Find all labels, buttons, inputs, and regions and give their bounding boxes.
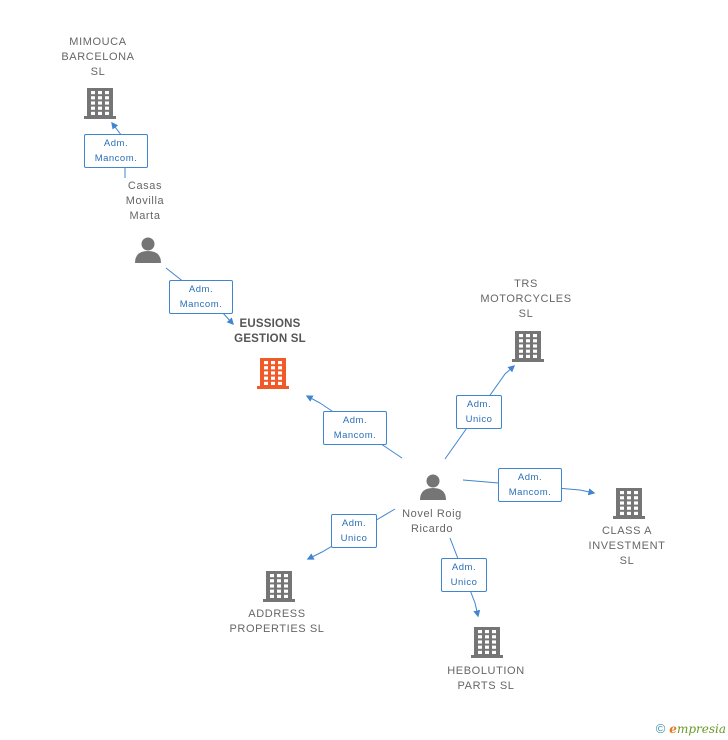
brand-name: mpresia	[676, 721, 726, 736]
node-label-line: MIMOUCA	[69, 36, 127, 48]
edge-label-novel-classa[interactable]: Adm. Mancom.	[498, 468, 562, 502]
edge-label-line: Unico	[450, 577, 478, 588]
building-icon-trs[interactable]	[512, 331, 544, 362]
node-label-line: HEBOLUTION	[447, 665, 525, 677]
node-label-hebolution[interactable]: HEBOLUTION PARTS SL	[447, 664, 525, 694]
focus-building-icon-eussions[interactable]	[257, 358, 289, 389]
node-label-classa[interactable]: CLASS A INVESTMENT SL	[589, 524, 666, 569]
brand-logo[interactable]: empresia	[669, 722, 726, 736]
node-label-trs[interactable]: TRS MOTORCYCLES SL	[480, 277, 571, 322]
edge-label-novel-eussions[interactable]: Adm. Mancom.	[323, 411, 387, 445]
node-label-line: Movilla	[125, 195, 165, 207]
node-label-line: Marta	[129, 210, 161, 222]
edge-label-line: Mancom.	[179, 299, 223, 310]
node-label-line: SL	[619, 555, 635, 567]
edge-label-line: Adm.	[188, 284, 214, 295]
node-label-line: SL	[518, 308, 534, 320]
building-icon-mimouca[interactable]	[84, 88, 116, 119]
node-label-line: CLASS A	[601, 525, 653, 537]
edge-label-line: Mancom.	[508, 487, 552, 498]
node-label-line: GESTION SL	[234, 333, 306, 345]
edge-label-line: Unico	[340, 533, 368, 544]
person-icon-novel[interactable]	[420, 474, 446, 501]
copyright-icon: ©	[655, 721, 666, 736]
edge-label-line: Mancom.	[94, 153, 138, 164]
node-label-line: SL	[90, 66, 106, 78]
node-label-mimouca[interactable]: MIMOUCA BARCELONA SL	[61, 35, 134, 80]
edge-label-casas-eussions[interactable]: Adm. Mancom.	[169, 280, 233, 314]
edge-label-line: Adm.	[341, 518, 367, 529]
node-label-line: PROPERTIES SL	[229, 623, 325, 635]
footer-credit[interactable]: © empresia	[656, 721, 726, 736]
edge-label-novel-trs[interactable]: Adm. Unico	[456, 395, 502, 429]
node-label-line: Ricardo	[410, 523, 454, 535]
edge-label-line: Unico	[465, 414, 493, 425]
node-label-eussions[interactable]: EUSSIONS GESTION SL	[234, 317, 306, 347]
node-label-address[interactable]: ADDRESS PROPERTIES SL	[229, 607, 324, 637]
edge-label-novel-address[interactable]: Adm. Unico	[331, 514, 377, 548]
edge-label-line: Adm.	[466, 399, 492, 410]
node-label-line: INVESTMENT	[588, 540, 666, 552]
building-icon-address[interactable]	[263, 571, 295, 602]
edge-label-casas-mimouca[interactable]: Adm. Mancom.	[84, 134, 148, 168]
edge-label-line: Adm.	[103, 138, 129, 149]
node-label-line: BARCELONA	[61, 51, 135, 63]
edge-label-line: Adm.	[517, 472, 543, 483]
edge-label-line: Adm.	[451, 562, 477, 573]
icons-layer	[84, 88, 645, 658]
brand-initial: e	[669, 721, 677, 736]
node-label-line: MOTORCYCLES	[480, 293, 572, 305]
edge-label-novel-hebolution[interactable]: Adm. Unico	[441, 558, 487, 592]
node-label-line: PARTS SL	[457, 680, 515, 692]
building-icon-classa[interactable]	[613, 488, 645, 519]
person-icon-casas[interactable]	[135, 237, 161, 264]
edge-label-line: Adm.	[342, 415, 368, 426]
node-label-line: Casas	[127, 180, 163, 192]
edge-novel-trs	[444, 365, 516, 460]
node-label-line: EUSSIONS	[239, 318, 301, 330]
node-label-line: TRS	[514, 278, 538, 290]
edge-label-line: Mancom.	[333, 430, 377, 441]
node-label-line: Novel Roig	[402, 508, 462, 520]
building-icon-hebolution[interactable]	[471, 627, 503, 658]
node-label-line: ADDRESS	[248, 608, 306, 620]
